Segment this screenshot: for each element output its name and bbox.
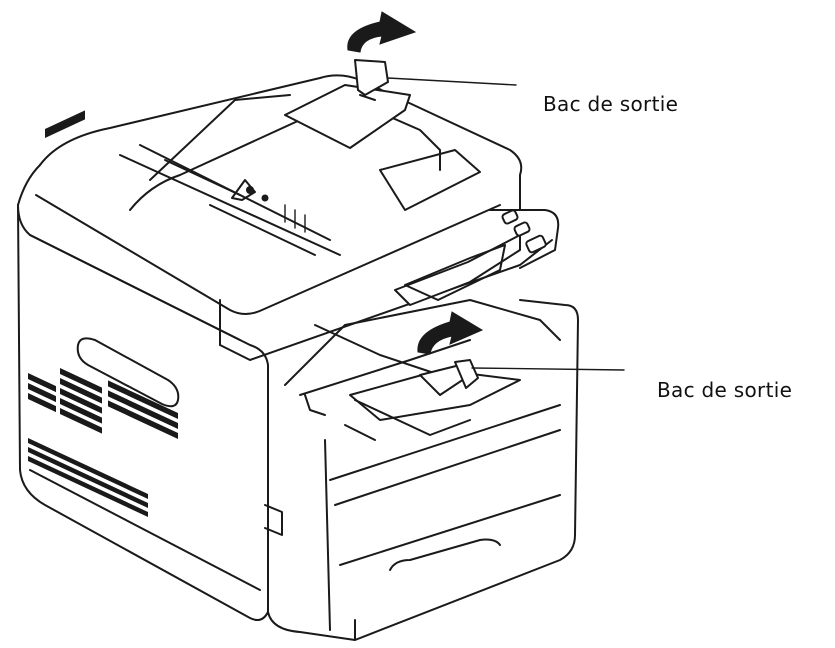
top-leader-line: [387, 77, 517, 86]
vents: [28, 110, 178, 518]
lower-output-tray: [284, 299, 561, 441]
scanner-unit: [17, 59, 560, 361]
bottom-curved-arrow-icon: [417, 311, 484, 355]
top-output-tray-label: Bac de sortie: [543, 92, 679, 116]
bottom-output-tray-label: Bac de sortie: [657, 378, 793, 402]
bottom-leader-line: [471, 367, 625, 371]
top-curved-arrow-icon: [347, 11, 417, 53]
printer-body: [17, 204, 579, 641]
side-handle: [76, 337, 180, 408]
